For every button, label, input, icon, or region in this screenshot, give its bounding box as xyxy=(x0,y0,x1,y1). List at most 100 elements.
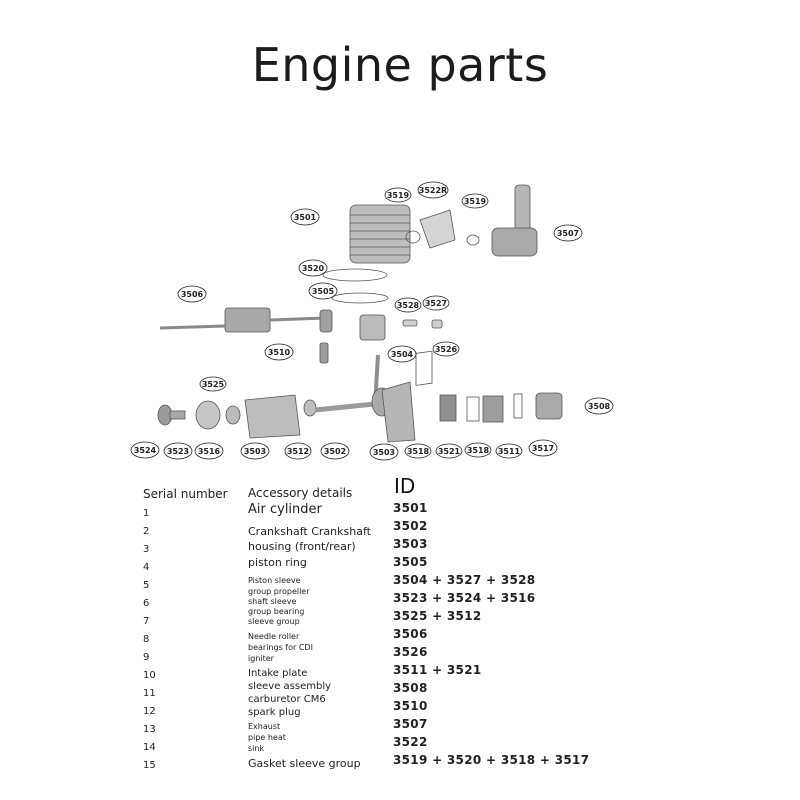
bearing-part xyxy=(225,405,241,425)
callout: 3507 xyxy=(553,224,583,242)
callout: 3519 xyxy=(461,193,489,209)
callout-label: 3512 xyxy=(287,447,309,456)
callout: 3518 xyxy=(464,442,492,458)
callout-label: 3508 xyxy=(588,402,611,411)
serial-cell: 13 xyxy=(143,724,156,735)
detail-cell: group bearing xyxy=(248,607,305,616)
callout: 3521 xyxy=(435,443,463,459)
callout: 3505 xyxy=(308,282,338,300)
callout-label: 3518 xyxy=(467,446,490,455)
callout: 3519 xyxy=(384,187,412,203)
callout-label: 3516 xyxy=(198,447,221,456)
detail-cell: Crankshaft Crankshaft xyxy=(248,525,371,538)
callout: 3502 xyxy=(320,442,350,460)
callout: 3506 xyxy=(177,285,207,303)
callout-label: 3507 xyxy=(557,229,579,238)
detail-cell: Exhaust xyxy=(248,722,281,731)
detail-cell: piston ring xyxy=(248,556,307,569)
piston-part xyxy=(359,314,386,341)
id-header: ID xyxy=(394,474,416,498)
serial-cell: 3 xyxy=(143,544,150,555)
detail-cell: Gasket sleeve group xyxy=(248,757,361,770)
id-cell: 3505 xyxy=(393,555,428,569)
callout: 3524 xyxy=(130,441,160,459)
callout: 3525 xyxy=(199,376,227,392)
carburetor-part xyxy=(535,392,563,420)
callout: 3501 xyxy=(290,208,320,226)
detail-cell: sink xyxy=(248,744,265,753)
detail-cell: carburetor CM6 xyxy=(248,694,326,705)
detail-cell: sleeve group xyxy=(248,617,300,626)
callout-label: 3523 xyxy=(167,447,189,456)
callout-label: 3521 xyxy=(438,447,461,456)
callout: 3511 xyxy=(495,443,523,459)
serial-cell: 9 xyxy=(143,652,150,663)
detail-cell: Air cylinder xyxy=(248,502,322,517)
callout: 3517 xyxy=(528,439,558,457)
callout-label: 3506 xyxy=(181,290,204,299)
serial-cell: 8 xyxy=(143,634,150,645)
detail-cell: spark plug xyxy=(248,707,301,718)
detail-cell: Intake plate xyxy=(248,668,308,679)
front-housing-part xyxy=(244,394,301,439)
serial-cell: 12 xyxy=(143,706,156,717)
callout-label: 3527 xyxy=(425,299,447,308)
exploded-engine-diagram: 3501 3519 3522R 3519 3507 3520 3505 3528… xyxy=(130,181,614,461)
serial-cell: 5 xyxy=(143,580,150,591)
detail-cell: shaft sleeve xyxy=(248,597,297,606)
callout: 3520 xyxy=(298,259,328,277)
serial-cell: 6 xyxy=(143,598,150,609)
accessory-details-header: Accessory details xyxy=(248,486,353,500)
detail-cell: bearings for CDI xyxy=(248,643,313,652)
serial-cell: 10 xyxy=(143,670,156,681)
serial-cell: 11 xyxy=(143,688,156,699)
callout-label: 3504 xyxy=(391,350,414,359)
callout: 3526 xyxy=(432,341,460,357)
callout: 3510 xyxy=(264,343,294,361)
id-cell: 3526 xyxy=(393,645,428,659)
detail-cell: housing (front/rear) xyxy=(248,540,356,553)
exhaust-pipe-part xyxy=(491,184,538,257)
callout: 3527 xyxy=(422,295,450,311)
id-cell: 3510 xyxy=(393,699,428,713)
callout-label: 3528 xyxy=(397,301,420,310)
callout-label: 3503 xyxy=(373,448,395,457)
pin-part xyxy=(402,319,418,327)
callout: 3528 xyxy=(394,297,422,313)
engine-parts-drawing xyxy=(157,184,563,443)
crankshaft-part xyxy=(314,354,393,417)
callout: 3516 xyxy=(194,442,224,460)
id-cell: 3525 + 3512 xyxy=(393,609,482,623)
bearing-part xyxy=(195,400,221,430)
serial-cell: 4 xyxy=(143,562,150,573)
detail-cell: pipe heat xyxy=(248,733,286,742)
page-title: Engine parts xyxy=(251,38,549,92)
callout-label: 3501 xyxy=(294,213,317,222)
serial-cell: 2 xyxy=(143,526,150,537)
gasket-part xyxy=(322,268,388,282)
ring-gasket-part xyxy=(405,230,421,244)
callout: 3503 xyxy=(369,443,399,461)
gasket-part xyxy=(415,350,433,386)
part-callouts: 3501 3519 3522R 3519 3507 3520 3505 3528… xyxy=(130,181,614,461)
callout: 3512 xyxy=(284,442,312,460)
detail-cell: Needle roller xyxy=(248,632,300,641)
callout-label: 3518 xyxy=(407,447,430,456)
serial-cell: 14 xyxy=(143,742,156,753)
rear-housing-part xyxy=(381,381,416,443)
detail-cell: Piston sleeve xyxy=(248,576,301,585)
detail-cell: group propeller xyxy=(248,587,310,596)
callout-label: 3525 xyxy=(202,380,225,389)
callout-label: 3505 xyxy=(312,287,335,296)
callout-label: 3519 xyxy=(464,197,487,206)
callout: 3523 xyxy=(163,442,193,460)
callout-label: 3524 xyxy=(134,446,157,455)
gasket-part xyxy=(331,292,389,304)
clip-part xyxy=(431,319,443,329)
callout: 3504 xyxy=(387,345,417,363)
ring-gasket-part xyxy=(466,234,480,246)
cdi-igniter-part xyxy=(159,307,333,333)
serial-cell: 15 xyxy=(143,760,156,771)
gasket-part xyxy=(513,393,523,419)
callout-label: 3503 xyxy=(244,447,266,456)
